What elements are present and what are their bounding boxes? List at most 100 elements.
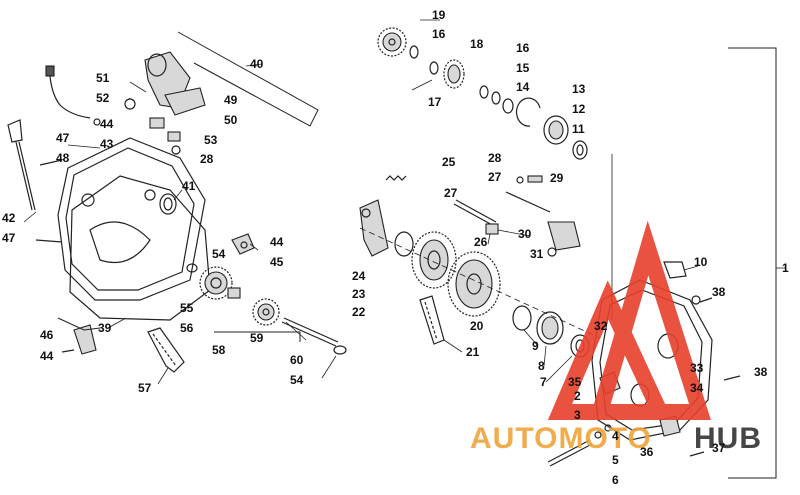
cover-gasket xyxy=(69,175,211,321)
callout-59: 59 xyxy=(250,331,264,345)
shaft-line xyxy=(359,227,601,339)
callout-29: 29 xyxy=(550,171,564,185)
callout-35: 35 xyxy=(568,375,582,389)
callout-34: 34 xyxy=(690,381,704,395)
pin-28-29 xyxy=(505,175,551,213)
callout-32: 32 xyxy=(594,319,608,333)
callout-38b: 38 xyxy=(754,365,768,379)
callout-19: 19 xyxy=(432,8,446,22)
callout-44b: 44 xyxy=(270,235,284,249)
callout-16a: 16 xyxy=(432,27,446,41)
callout-31: 31 xyxy=(530,247,544,261)
callout-18: 18 xyxy=(470,37,484,51)
callout-54a: 54 xyxy=(212,247,226,261)
callout-47b: 47 xyxy=(2,231,16,245)
callout-44a: 44 xyxy=(100,117,114,131)
small-hardware-left xyxy=(35,98,181,243)
callout-46: 46 xyxy=(40,328,54,342)
callout-58: 58 xyxy=(212,343,226,357)
callout-25: 25 xyxy=(442,155,456,169)
tube-10 xyxy=(663,261,687,279)
callout-43: 43 xyxy=(100,137,114,151)
bracket-45 xyxy=(231,233,255,255)
callout-13: 13 xyxy=(572,82,586,96)
callout-11: 11 xyxy=(572,122,585,136)
washer-54a xyxy=(186,263,198,273)
shift-arm-30-31 xyxy=(547,221,581,257)
fork-24 xyxy=(359,199,389,257)
callout-16b: 16 xyxy=(516,41,530,55)
hub-56 xyxy=(227,287,241,299)
callout-22: 22 xyxy=(352,305,366,319)
callout-56: 56 xyxy=(180,321,194,335)
snap-ring-13 xyxy=(515,97,541,127)
callout-39: 39 xyxy=(98,321,112,335)
callout-28b: 28 xyxy=(200,152,214,166)
callout-54b: 54 xyxy=(290,373,304,387)
callout-4: 4 xyxy=(612,429,619,443)
callout-50: 50 xyxy=(224,113,238,127)
actuator-motor xyxy=(144,51,206,116)
speed-sensor-wire xyxy=(45,65,91,119)
callout-6: 6 xyxy=(612,473,619,487)
callout-57: 57 xyxy=(138,381,152,395)
callout-49: 49 xyxy=(224,93,238,107)
washers-14-15-16 xyxy=(479,85,514,114)
sprocket-59 xyxy=(252,298,280,326)
watermark-text-left: AUTOMOTO xyxy=(470,422,652,455)
callout-28a: 28 xyxy=(488,151,502,165)
callout-21: 21 xyxy=(466,345,480,359)
callout-15: 15 xyxy=(516,61,530,75)
shaft-27 xyxy=(453,199,497,227)
callout-labels: 1 2 3 4 5 6 7 8 9 10 11 12 13 14 15 16 1… xyxy=(2,8,789,487)
callout-41: 41 xyxy=(182,179,196,193)
chaincase-cover xyxy=(57,137,206,301)
ring-9 xyxy=(512,305,532,331)
chain-21 xyxy=(419,295,445,345)
dipstick xyxy=(7,119,36,211)
callout-3: 3 xyxy=(574,408,581,422)
leader-lines xyxy=(23,19,786,479)
gear-20 xyxy=(447,251,501,317)
sprocket-55 xyxy=(199,266,233,300)
callout-47a: 47 xyxy=(56,131,70,145)
callout-9: 9 xyxy=(532,339,539,353)
callout-33: 33 xyxy=(690,361,704,375)
callout-37: 37 xyxy=(712,441,726,455)
callout-38a: 38 xyxy=(712,285,726,299)
callout-27a: 27 xyxy=(444,186,458,200)
callout-52: 52 xyxy=(96,91,110,105)
spacer-17 xyxy=(429,61,439,75)
watermark-text-right: HUB xyxy=(694,422,762,455)
callout-44c: 44 xyxy=(40,349,54,363)
callout-53: 53 xyxy=(204,133,218,147)
watermark: AUTOMOTO HUB xyxy=(470,220,762,455)
watermark-logo-triangle xyxy=(547,220,711,420)
seal-41 xyxy=(159,193,177,215)
callout-26: 26 xyxy=(474,235,488,249)
callout-30: 30 xyxy=(518,227,532,241)
callout-2: 2 xyxy=(574,389,581,403)
callout-45: 45 xyxy=(270,255,284,269)
spring-25 xyxy=(385,175,407,181)
bolt-44c xyxy=(61,349,75,353)
bearing-8 xyxy=(536,311,564,345)
callout-24: 24 xyxy=(352,269,366,283)
callout-42: 42 xyxy=(2,211,16,225)
callout-12: 12 xyxy=(572,102,586,116)
callout-5: 5 xyxy=(612,453,619,467)
callout-1: 1 xyxy=(782,261,789,275)
callout-60: 60 xyxy=(290,353,304,367)
bearing-12 xyxy=(543,115,569,145)
chain-57 xyxy=(147,327,185,373)
shaft-60 xyxy=(281,317,347,355)
gear-22 xyxy=(411,231,457,289)
callout-27b: 27 xyxy=(488,170,502,184)
callout-10: 10 xyxy=(694,255,708,269)
washer-16a xyxy=(409,45,419,59)
callout-55: 55 xyxy=(180,301,194,315)
gear-19 xyxy=(377,27,407,57)
callout-40: 40 xyxy=(250,57,264,71)
